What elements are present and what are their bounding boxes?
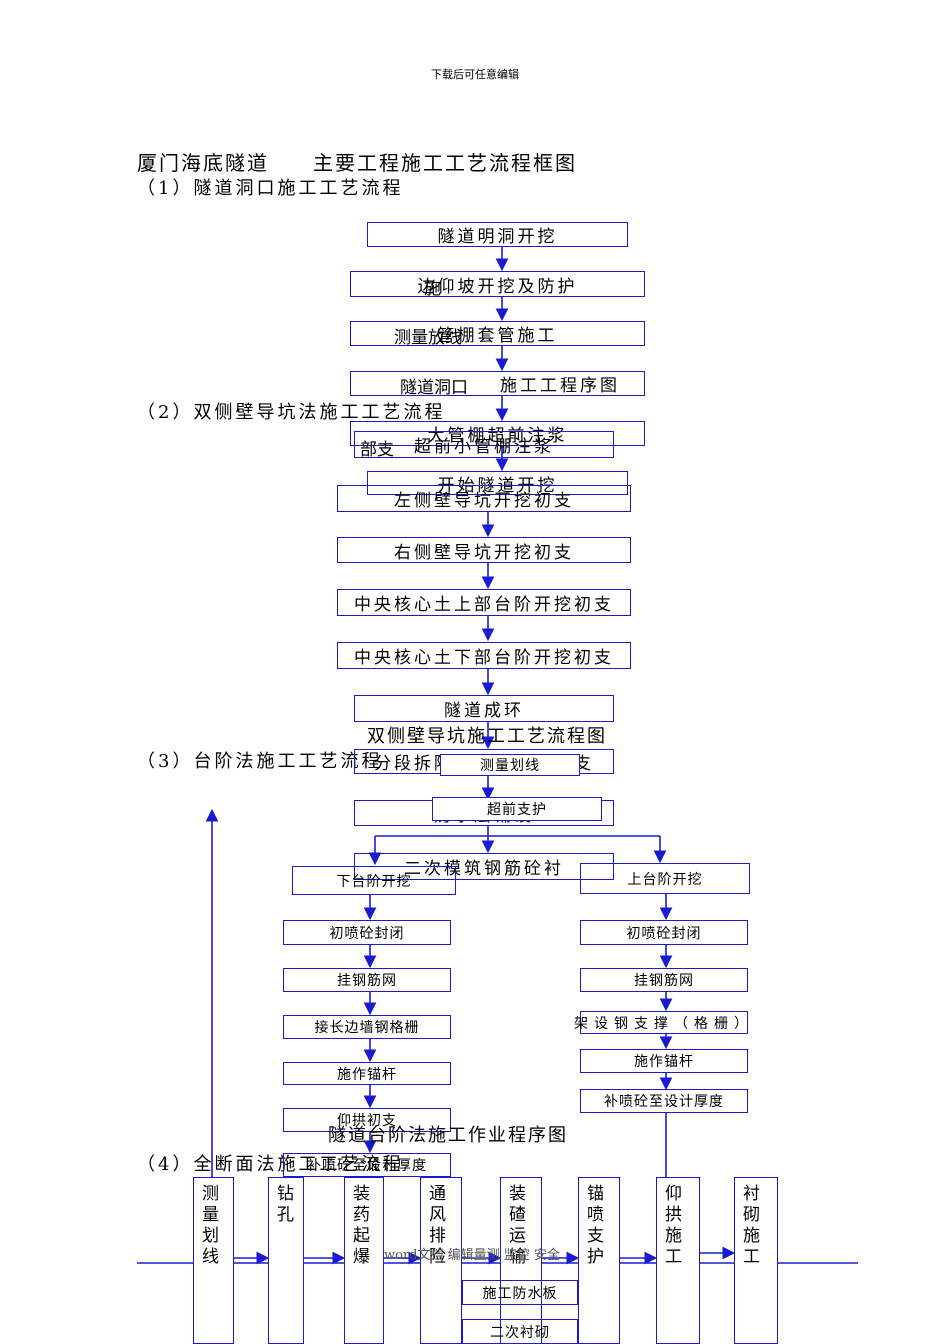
section-2-heading: （2）双侧壁导坑法施工工艺流程	[137, 402, 446, 423]
flow4-step-ventilation: 通风排险	[420, 1177, 462, 1344]
flow3-lower-step-2: 初喷砼封闭	[283, 920, 451, 945]
flow3-upper-step-5: 施作锚杆	[580, 1049, 748, 1073]
flow4-overlay-text: word文档 编辑量测 监控 安全	[384, 1248, 560, 1263]
flow3-box-label: 施作锚杆	[337, 1066, 397, 1083]
flow4-step-label: 钻 孔	[277, 1184, 311, 1225]
flow4-step-label: 装药起爆	[353, 1184, 370, 1267]
flow1-overlay-text: 施	[424, 279, 441, 299]
flow1-box-label: 施工工程序图	[500, 376, 620, 396]
flow2-overlay-text: 部支	[360, 440, 394, 460]
flow3-upper-step-2: 初喷砼封闭	[580, 920, 748, 945]
flow4-step-label: 装碴运输	[509, 1184, 526, 1267]
flow3-upper-step-6: 补喷砼至设计厚度	[580, 1089, 748, 1113]
flow3-lower-step-5: 施作锚杆	[283, 1062, 451, 1085]
flow3-lower-step-4: 接长边墙钢格栅	[283, 1015, 451, 1039]
flow2-caption: 双侧壁导坑施工工艺流程图	[367, 726, 607, 747]
flow4-box-waterproof: 施工防水板	[462, 1280, 578, 1305]
flow3-box-advance-support: 超前支护	[432, 797, 602, 821]
section-3-heading: （3）台阶法施工工艺流程	[137, 751, 383, 772]
flow3-box-label: 超前支护	[487, 802, 547, 818]
flow3-box-label: 接长边墙钢格栅	[314, 1020, 420, 1036]
flow3-box-label: 挂钢筋网	[634, 973, 694, 989]
flow2-box-label: 隧道成环	[444, 701, 524, 721]
section-4-heading: （4）全断面法施工工艺流程	[137, 1154, 404, 1175]
flow3-box-label: 下台阶开挖	[336, 873, 412, 890]
flow3-box-label: 补喷砼至设计厚度	[604, 1094, 724, 1110]
flow4-step-drilling: 钻 孔	[268, 1177, 311, 1344]
flow3-lower-step-3: 挂钢筋网	[283, 968, 451, 992]
flow4-box-secondary-lining: 二次衬砌	[462, 1319, 578, 1344]
flow1-overlay-text: 测量放线	[394, 328, 462, 348]
flow3-box-label: 上台阶开挖	[627, 871, 703, 888]
flow3-box-label: 仰拱初支	[337, 1113, 397, 1129]
flow3-box-label: 初喷砼封闭	[329, 925, 405, 942]
flow2-box-left-drift: 左侧壁导坑开挖初支	[337, 485, 631, 512]
flow3-box-survey-line: 测量划线	[440, 754, 580, 776]
flow3-box-label: 补喷砼至设计厚度	[307, 1158, 427, 1174]
page-header: 下载后可任意编辑	[431, 68, 519, 81]
flow1-box-label: 管棚套管施工	[437, 326, 558, 346]
flow2-box-core-lower: 中央核心土下部台阶开挖初支	[337, 642, 631, 669]
flow3-upper-step-1: 上台阶开挖	[580, 863, 750, 894]
flow1-box-pipe-shed-casing: 管棚套管施工	[350, 321, 645, 346]
flow1-box-label: 隧道明洞开挖	[437, 227, 558, 247]
flow4-step-support: 锚喷支护	[578, 1177, 620, 1344]
flow2-box-label: 中央核心土下部台阶开挖初支	[354, 648, 614, 668]
flow4-step-lining: 衬砌施工	[734, 1177, 778, 1344]
section-1-heading: （1）隧道洞口施工工艺流程	[137, 178, 404, 199]
flow2-box-right-drift: 右侧壁导坑开挖初支	[337, 537, 631, 563]
flow4-step-label: 通风排险	[429, 1184, 446, 1267]
flow2-box-label: 二次模筑钢筋砼衬	[404, 859, 564, 879]
flow3-box-label: 测量划线	[480, 758, 540, 774]
flow2-box-label: 左侧壁导坑开挖初支	[394, 491, 574, 511]
flow4-step-blasting: 装药起爆	[344, 1177, 384, 1344]
flow1-box-label: 边仰坡开挖及防护	[417, 276, 578, 297]
flow3-upper-step-4: 架设钢支撑（格栅）	[574, 1011, 748, 1034]
flow1-box-slope-excavation: 边仰坡开挖及防护	[350, 271, 645, 297]
flow4-step-label: 衬砌施工	[743, 1184, 760, 1267]
flow4-box-label: 二次衬砌	[490, 1324, 550, 1341]
flow2-box-label: 中央核心土上部台阶开挖初支	[354, 595, 614, 615]
flow2-box-advance-grouting: 超前小管棚注浆	[354, 431, 614, 458]
flow1-overlay-text: 隧道洞口	[400, 378, 468, 398]
flow4-step-invert: 仰拱施工	[656, 1177, 700, 1344]
flow3-lower-step-6: 仰拱初支	[283, 1108, 451, 1132]
flow4-step-label: 仰拱施工	[665, 1184, 682, 1267]
flow3-upper-step-3: 挂钢筋网	[580, 968, 748, 992]
flow4-step-mucking: 装碴运输	[500, 1177, 542, 1344]
flow4-step-label: 锚喷支护	[587, 1184, 604, 1267]
flow2-box-label: 超前小管棚注浆	[414, 437, 554, 457]
document-title: 厦门海底隧道 主要工程施工工艺流程框图	[137, 151, 577, 175]
flow3-box-label: 施作锚杆	[634, 1054, 694, 1070]
flow4-step-label: 测量划线	[202, 1184, 219, 1267]
flow3-lower-step-7: 补喷砼至设计厚度	[283, 1153, 451, 1177]
flow3-box-label: 挂钢筋网	[337, 973, 397, 989]
flow3-box-label: 架设钢支撑（格栅）	[574, 1015, 754, 1032]
flow2-box-ring-closure: 隧道成环	[354, 695, 614, 722]
flow1-box-tunnel-open-excavation: 隧道明洞开挖	[367, 222, 628, 247]
flow3-box-label: 初喷砼封闭	[626, 925, 702, 942]
flow2-box-core-upper: 中央核心土上部台阶开挖初支	[337, 589, 631, 616]
flow3-caption: 隧道台阶法施工作业程序图	[328, 1125, 568, 1146]
flow1-box-procedure: 施工工程序图	[350, 371, 645, 396]
flow2-box-label: 右侧壁导坑开挖初支	[394, 542, 574, 563]
flow4-box-label: 施工防水板	[482, 1285, 558, 1302]
flow3-lower-step-1: 下台阶开挖	[292, 866, 456, 895]
flow4-step-survey: 测量划线	[193, 1177, 234, 1344]
